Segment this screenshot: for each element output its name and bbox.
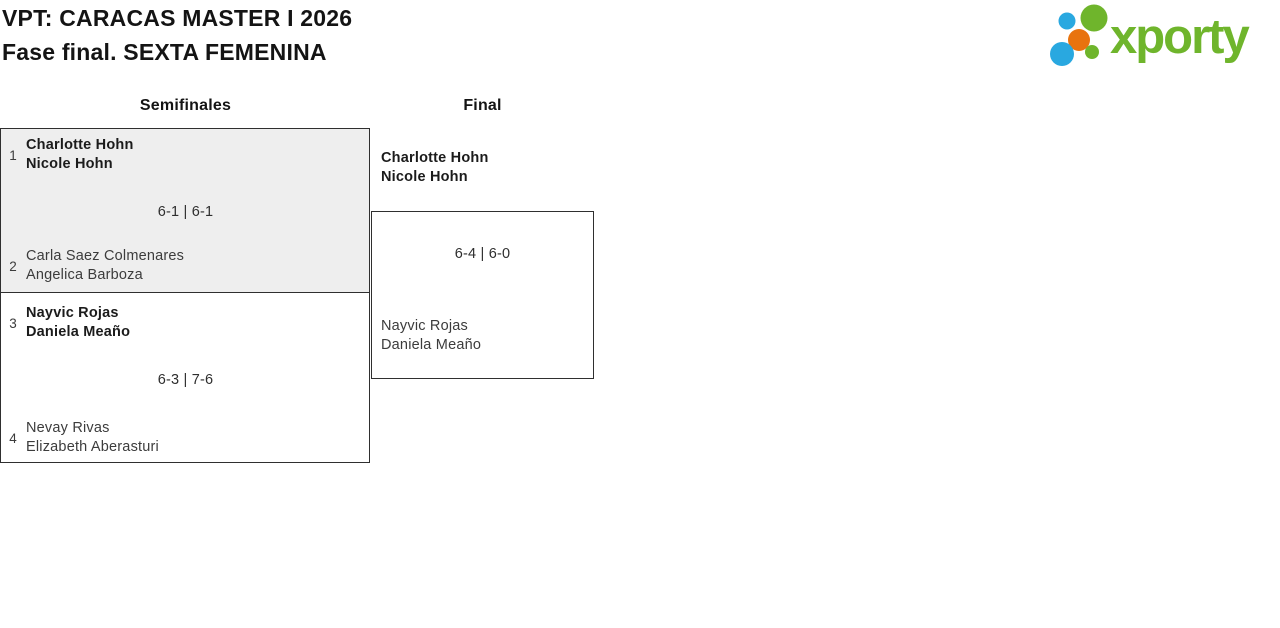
team-row-final-team2: Nayvic Rojas Daniela Meaño — [377, 317, 481, 355]
player-name: Elizabeth Aberasturi — [26, 439, 159, 455]
logo-dot-green-small-icon — [1085, 45, 1099, 59]
player-name: Nayvic Rojas — [26, 305, 119, 321]
team-row-final-team1: Charlotte Hohn Nicole Hohn — [377, 149, 489, 187]
player-name: Nevay Rivas — [26, 420, 110, 436]
player-name: Charlotte Hohn — [381, 150, 489, 166]
round-header-semifinals: Semifinales — [139, 97, 232, 114]
seed-number: 2 — [9, 258, 17, 274]
team-row-sf1-team2: 2 Carla Saez Colmenares Angelica Barboza — [4, 247, 184, 285]
player-name: Carla Saez Colmenares — [26, 248, 185, 264]
phase-subtitle: Fase final. SEXTA FEMENINA — [2, 39, 327, 65]
seed-number: 4 — [9, 430, 17, 446]
match-box-semifinal-2 — [0, 292, 370, 463]
round-header-final: Final — [463, 97, 502, 114]
player-name: Charlotte Hohn — [26, 137, 134, 153]
xporty-logo: xporty — [1040, 0, 1280, 75]
player-name: Angelica Barboza — [26, 267, 143, 283]
logo-dot-blue-small-icon — [1058, 12, 1076, 30]
match-score-final: 6-4 | 6-0 — [454, 246, 511, 262]
seed-number: 3 — [9, 315, 17, 331]
team-row-sf2-team2: 4 Nevay Rivas Elizabeth Aberasturi — [4, 419, 159, 457]
match-box-final — [371, 211, 594, 379]
team-row-sf1-team1: 1 Charlotte Hohn Nicole Hohn — [4, 136, 134, 174]
logo-wordmark: xporty — [1110, 10, 1250, 64]
player-name: Nayvic Rojas — [381, 318, 469, 334]
seed-number: 1 — [9, 147, 17, 163]
team-row-sf2-team1: 3 Nayvic Rojas Daniela Meaño — [4, 304, 130, 342]
match-score-sf1: 6-1 | 6-1 — [157, 204, 214, 220]
logo-dot-green-large-icon — [1080, 4, 1108, 32]
match-score-sf2: 6-3 | 7-6 — [157, 372, 214, 388]
player-name: Nicole Hohn — [26, 156, 113, 172]
tournament-title: VPT: CARACAS MASTER I 2026 — [2, 5, 353, 31]
xporty-logo-graphic: xporty — [1050, 4, 1252, 66]
player-name: Daniela Meaño — [381, 337, 482, 353]
player-name: Nicole Hohn — [381, 169, 468, 185]
page-title: VPT: CARACAS MASTER I 2026 Fase final. S… — [2, 1, 352, 69]
match-box-semifinal-1 — [0, 128, 370, 293]
player-name: Daniela Meaño — [26, 324, 131, 340]
logo-dot-orange-icon — [1068, 29, 1090, 51]
logo-dot-blue-large-icon — [1050, 42, 1074, 66]
